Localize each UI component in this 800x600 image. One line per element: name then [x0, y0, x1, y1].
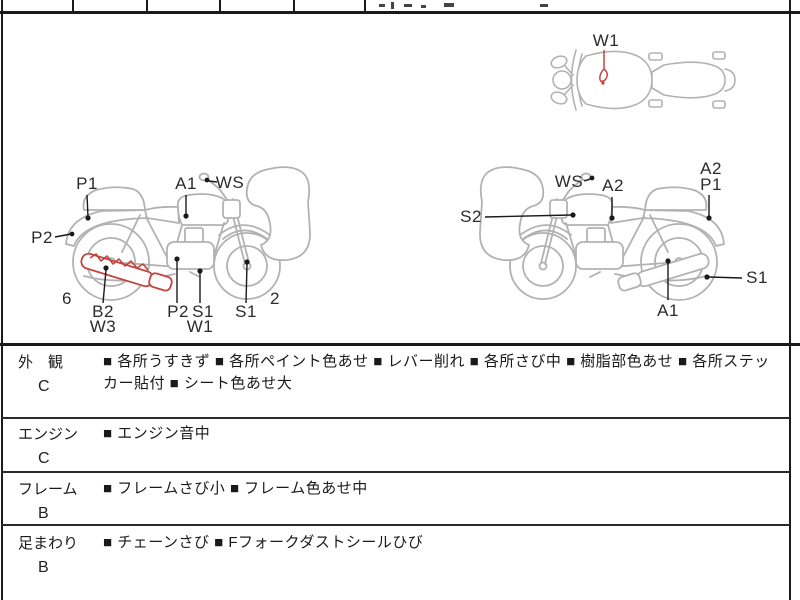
part-label-a1: A1: [175, 174, 197, 193]
grade-value: B: [38, 505, 49, 522]
condition-table: 外 観 C ■ 各所うすきず ■ 各所ペイント色あせ ■ レバー削れ ■ 各所さ…: [3, 346, 791, 600]
row-divider: [1, 417, 790, 419]
part-label-s1: S1: [235, 302, 257, 321]
part-label-p1: P1: [700, 175, 722, 194]
condition-notes: ■ フレームさび小 ■ フレーム色あせ中: [103, 480, 368, 497]
muffler-rust-zigzag-mark: [89, 253, 149, 271]
row-divider: [1, 524, 790, 526]
part-label-p2: P2: [167, 302, 189, 321]
grade-value: C: [38, 378, 50, 395]
category-label: 外 観: [18, 354, 64, 371]
category-label: エンジン: [18, 426, 79, 443]
tire-grade-rear: 6: [62, 289, 72, 308]
tank-scratch-mark: [599, 50, 608, 85]
row-divider: [1, 471, 790, 473]
tire-grade-front: 2: [270, 289, 280, 308]
part-label-w1: W1: [592, 31, 620, 50]
header-divider: [72, 0, 74, 11]
header-divider: [364, 0, 366, 11]
part-label-s1: S1: [192, 302, 214, 321]
grade-value: B: [38, 559, 49, 576]
header-divider: [219, 0, 221, 11]
condition-notes: ■ 各所うすきず ■ 各所ペイント色あせ ■ レバー削れ ■ 各所さび中 ■ 樹…: [103, 353, 770, 392]
table-row-exterior: 外 観 C ■ 各所うすきず ■ 各所ペイント色あせ ■ レバー削れ ■ 各所さ…: [3, 346, 791, 418]
part-label-p2: P2: [31, 228, 53, 247]
condition-notes: ■ エンジン音中: [103, 425, 211, 442]
condition-notes: ■ チェーンさび ■ Fフォークダストシールひび: [103, 534, 424, 551]
bike-top-view: [550, 49, 736, 111]
table-top-rule: [0, 343, 800, 346]
header-bottom-rule: [0, 11, 800, 14]
left-border: [1, 0, 3, 600]
category-label: 足まわり: [18, 535, 79, 552]
part-label-a1: A1: [657, 301, 679, 320]
table-row-undercarriage: 足まわり B ■ チェーンさび ■ Fフォークダストシールひび: [3, 527, 791, 600]
part-label-a2: A2: [602, 176, 624, 195]
part-label-a2: A2: [700, 159, 722, 178]
bike-side-view-left: [65, 166, 311, 301]
part-label-s1: S1: [746, 268, 768, 287]
grade-value: C: [38, 450, 50, 467]
category-label: フレーム: [18, 481, 78, 498]
part-label-s2: S2: [460, 207, 482, 226]
table-row-engine: エンジン C ■ エンジン音中: [3, 418, 791, 473]
part-label-ws: WS: [554, 172, 584, 191]
table-row-frame: フレーム B ■ フレームさび小 ■ フレーム色あせ中: [3, 473, 791, 527]
header-divider: [146, 0, 148, 11]
header-divider: [293, 0, 295, 11]
part-label-p1: P1: [76, 174, 98, 193]
part-label-w3: W3: [89, 317, 117, 336]
part-label-w1: W1: [186, 317, 214, 336]
part-label-ws: WS: [215, 173, 245, 192]
part-label-b2: B2: [92, 302, 114, 321]
right-border: [789, 0, 791, 600]
